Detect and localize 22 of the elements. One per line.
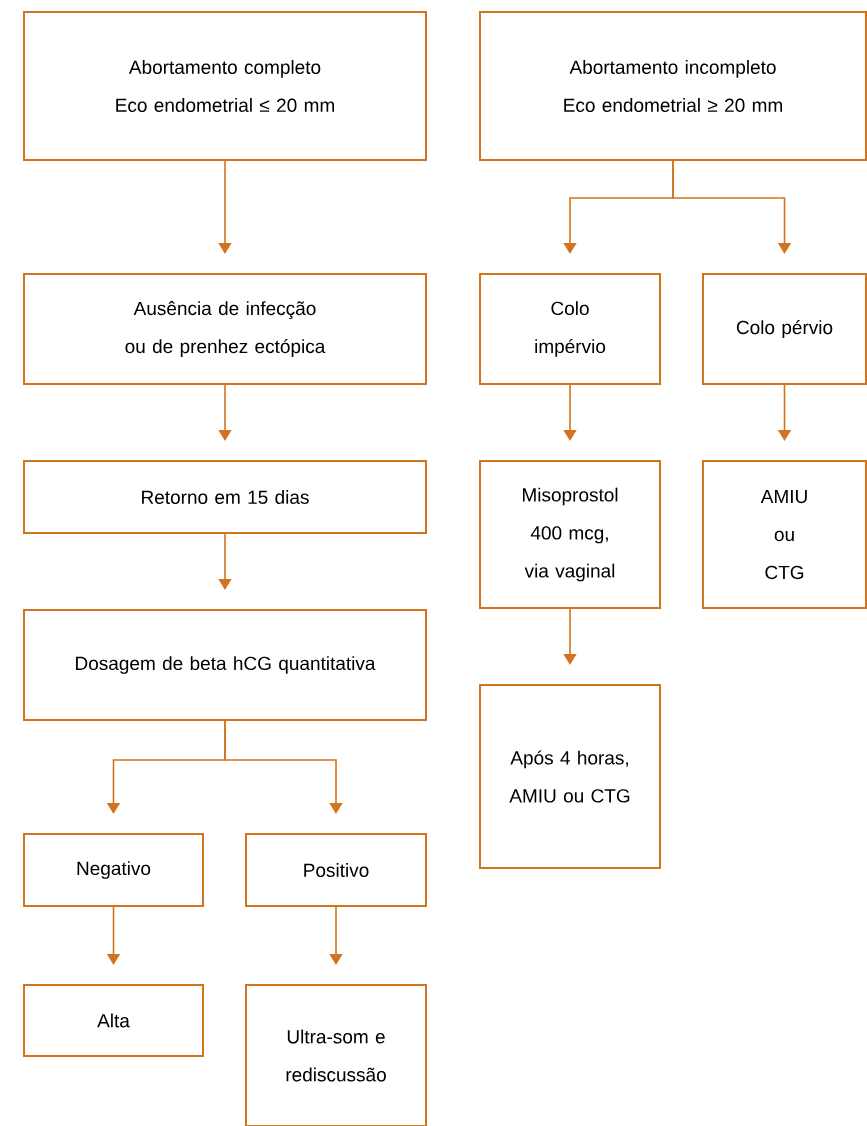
- process-box: Abortamento completo Eco endometrial ≤ 20 mm: [23, 11, 427, 161]
- process-box: Ultra-som e rediscussão: [245, 984, 427, 1126]
- process-box: Alta: [23, 984, 204, 1057]
- process-box: AMIU ou CTG: [702, 460, 867, 609]
- arrow: [563, 384, 577, 441]
- process-box: Colo impérvio: [479, 273, 661, 385]
- arrow: [672, 160, 792, 254]
- process-box: Retorno em 15 dias: [23, 460, 427, 534]
- arrow: [218, 533, 232, 590]
- process-box: Misoprostol 400 mcg, via vaginal: [479, 460, 661, 609]
- arrow: [563, 608, 577, 665]
- process-box: Positivo: [245, 833, 427, 907]
- process-box: Após 4 horas, AMIU ou CTG: [479, 684, 661, 869]
- process-box: Abortamento incompleto Eco endometrial ≥ 20 mm: [479, 11, 867, 161]
- arrow: [218, 160, 232, 254]
- arrow: [218, 384, 232, 441]
- arrow: [329, 906, 343, 965]
- process-box: Dosagem de beta hCG quantitativa: [23, 609, 427, 721]
- process-box: Colo pérvio: [702, 273, 867, 385]
- process-box: Ausência de infecção ou de prenhez ectópica: [23, 273, 427, 385]
- arrow: [224, 720, 343, 814]
- process-box: Negativo: [23, 833, 204, 907]
